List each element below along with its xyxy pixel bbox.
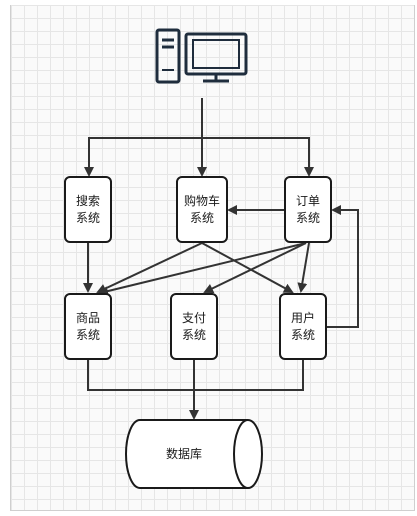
edge-order-user [297,242,310,293]
user-system-node: 用户系统 [279,293,327,360]
edge-cart-user [201,242,294,293]
database-label: 数据库 [166,446,202,461]
cart-system-node: 购物车系统 [176,176,228,243]
order-system-label: 订单系统 [295,193,320,225]
product-system-label: 商品系统 [75,310,100,342]
edge-order-product [98,242,307,296]
edge-client-search [88,137,314,177]
search-system-node: 搜索系统 [64,176,112,243]
order-system-node: 订单系统 [284,176,332,243]
edge-user-order [327,205,359,328]
edge-product-db [87,360,304,391]
cart-system-label: 购物车系统 [184,193,221,225]
product-system-node: 商品系统 [64,293,112,360]
edge-cart-product [96,242,203,294]
user-system-label: 用户系统 [290,310,315,342]
pay-system-label: 支付系统 [181,310,206,342]
pay-system-node: 支付系统 [170,293,218,360]
edge-order-pay [203,242,307,294]
search-system-label: 搜索系统 [75,193,100,225]
diagram-canvas [10,5,415,511]
desktop-computer-icon [155,28,248,84]
database-node: 数据库 [125,419,263,489]
